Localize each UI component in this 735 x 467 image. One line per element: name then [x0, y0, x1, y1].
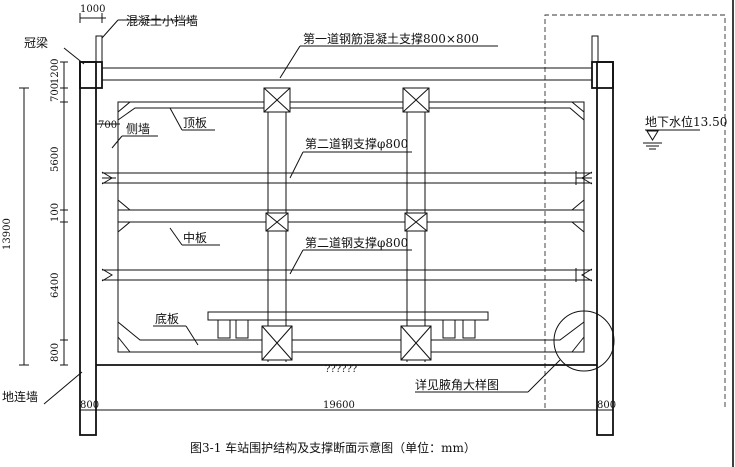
label-roof-slab: 顶板 [183, 116, 207, 130]
dimension-lines [19, 13, 614, 416]
leader-lines [43, 19, 700, 405]
label-middle-slab: 中板 [183, 230, 207, 245]
label-groundwater: 地下水位13.50 [645, 114, 727, 129]
dim-wall-thickness: 700 [98, 120, 117, 131]
dim-700: 700 [50, 83, 61, 102]
dim-6400: 6400 [50, 273, 61, 298]
base-platform [207, 311, 489, 339]
label-second-strut-b: 第二道钢支撑φ800 [305, 235, 408, 250]
right-diaphragm-wall [596, 61, 614, 436]
corner-detail-circle [553, 310, 615, 372]
steel-strut-upper [101, 171, 593, 185]
dim-100: 100 [50, 203, 61, 222]
right-dashed-boundary [544, 14, 726, 408]
label-second-strut-a: 第二道钢支撑φ800 [305, 136, 408, 151]
first-concrete-strut [102, 67, 592, 81]
right-guide-wall [591, 35, 599, 63]
dim-left-wall: 800 [80, 400, 99, 411]
label-detail-ref: 详见腋角大样图 [415, 377, 499, 392]
left-diaphragm-wall [79, 61, 97, 436]
dim-top-width: 1000 [80, 4, 105, 15]
label-base-slab: 底板 [155, 311, 179, 326]
groundwater-symbol [643, 130, 662, 150]
dim-5600: 5600 [50, 147, 61, 172]
dim-span: 19600 [323, 400, 355, 411]
dim-1200: 1200 [50, 59, 61, 84]
column-node-boxes [261, 87, 432, 361]
label-side-wall: 侧墙 [126, 122, 150, 136]
figure-caption: 图3-1 车站围护结构及支撑断面示意图（单位：mm） [190, 440, 476, 455]
dim-800: 800 [50, 343, 61, 362]
dim-total-height: 13900 [2, 218, 13, 250]
label-diaphragm-wall: 地连墙 [2, 389, 38, 404]
label-partial: ?????? [325, 364, 357, 375]
label-first-strut: 第一道钢筋混凝土支撑800×800 [303, 31, 479, 46]
label-crown-beam: 冠梁 [24, 35, 48, 50]
dim-right-wall: 800 [597, 400, 616, 411]
left-guide-wall [95, 35, 103, 63]
steel-strut-lower [101, 268, 593, 282]
label-guide-wall: 混凝土小挡墙 [126, 13, 198, 28]
left-crown-beam [79, 61, 103, 89]
right-crown-beam [591, 61, 614, 89]
